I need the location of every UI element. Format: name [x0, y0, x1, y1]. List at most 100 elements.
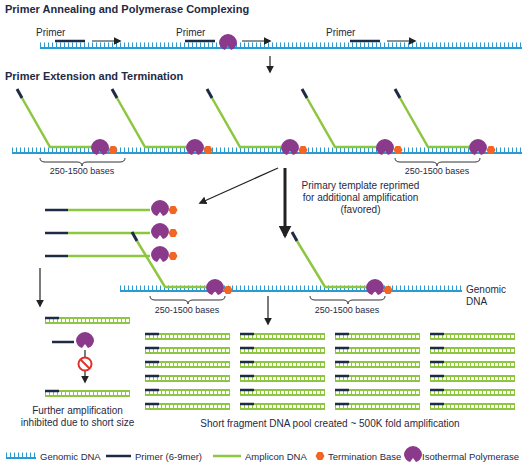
short-fragment [240, 404, 325, 409]
prohibited-slash [81, 360, 90, 369]
length-brace [40, 158, 125, 166]
termination-base [487, 146, 496, 154]
genomic-dna-row2 [12, 150, 522, 153]
primer [132, 232, 137, 241]
termination-base [169, 206, 178, 214]
legend-termination-sample [316, 452, 325, 460]
genomic-dna-row3 [120, 288, 462, 291]
polymerase [206, 279, 224, 295]
short-fragment [145, 376, 230, 381]
termination-base [384, 286, 393, 294]
primer [207, 89, 212, 98]
short-fragment [335, 334, 420, 339]
amplicon [22, 98, 91, 147]
termination-base [394, 146, 403, 154]
flow-arrow [269, 56, 270, 72]
amplicon [212, 98, 281, 147]
direction-arrow [387, 41, 415, 42]
amplicon [137, 241, 206, 287]
legend-dna-ticks [6, 453, 36, 458]
short-fragment [240, 362, 325, 367]
legend-text: Isothermal Polymerase [422, 451, 526, 462]
polymerase [376, 139, 394, 155]
termination-base [109, 146, 118, 154]
legend-samples [6, 446, 422, 462]
amplicon [68, 232, 150, 235]
section-heading: Primer Annealing and Polymerase Complexi… [5, 3, 325, 16]
short-fragment [240, 390, 325, 395]
polymerase [366, 279, 384, 295]
short-fragment [240, 334, 325, 339]
legend-amplicon-sample [213, 455, 241, 458]
primer [17, 89, 22, 98]
short-fragment [335, 362, 420, 367]
dna-ticks [40, 43, 522, 48]
primer [302, 89, 307, 98]
primer-label: Primer [36, 27, 96, 39]
primer-label: Primer [176, 27, 236, 39]
polymerase [151, 200, 169, 216]
annotation-text: Short fragment DNA pool created ~ 500K f… [150, 418, 510, 430]
inhibited-amplification [45, 318, 130, 396]
primer [292, 232, 297, 241]
direction-arrow [242, 41, 270, 42]
legend-text: Genomic DNA [40, 451, 102, 462]
short-fragment [145, 348, 230, 353]
termination-base [204, 146, 213, 154]
length-label: 250-1500 bases [387, 166, 487, 177]
favored-arrow [284, 168, 287, 236]
short-fragment [430, 404, 515, 409]
short-fragment [45, 391, 130, 396]
legend-primer-sample [106, 455, 131, 458]
short-fragment [145, 334, 230, 339]
short-fragment [430, 376, 515, 381]
flow-arrow [39, 268, 40, 306]
amplicon [400, 98, 469, 147]
legend-polymerase-sample [404, 446, 422, 462]
length-label: 250-1500 bases [32, 166, 132, 177]
primer [112, 89, 117, 98]
polymerase [91, 139, 109, 155]
length-brace [395, 158, 480, 166]
genomic-dna-row1 [40, 45, 522, 48]
short-fragment [240, 348, 325, 353]
released-fragments [45, 200, 178, 262]
prohibited-sign [79, 358, 92, 371]
amplicon [68, 255, 150, 258]
length-label: 250-1500 bases [137, 305, 237, 316]
short-fragment [335, 376, 420, 381]
length-label: 250-1500 bases [297, 305, 397, 316]
primer [45, 255, 68, 258]
legend-text: Amplicon DNA [245, 451, 311, 462]
extension-row3 [132, 232, 393, 295]
termination-base [224, 286, 233, 294]
short-fragment [145, 390, 230, 395]
legend-text: Primer (6-9mer) [135, 451, 211, 462]
legend-text: Termination Base [328, 451, 406, 462]
short-fragment [335, 390, 420, 395]
polymerase [151, 246, 169, 262]
primer [350, 40, 380, 43]
fragment-pool [145, 334, 515, 409]
polymerase [281, 139, 299, 155]
primers-row1 [55, 34, 415, 50]
branch-arrow [200, 168, 278, 203]
amplicon [117, 98, 186, 147]
short-fragment [430, 362, 515, 367]
polymerase [186, 139, 204, 155]
length-brace [310, 296, 385, 304]
primer [55, 40, 85, 43]
short-fragment [45, 318, 130, 323]
termination-base [299, 146, 308, 154]
dna-strand [120, 290, 462, 292]
polymerase [469, 139, 487, 155]
primer [185, 40, 215, 43]
amplicon [307, 98, 376, 147]
direction-arrow [92, 41, 120, 42]
polymerase [151, 223, 169, 239]
dna-label: Genomic DNA [466, 284, 526, 308]
primer [45, 232, 68, 235]
termination-base [169, 252, 178, 260]
short-fragment [335, 404, 420, 409]
